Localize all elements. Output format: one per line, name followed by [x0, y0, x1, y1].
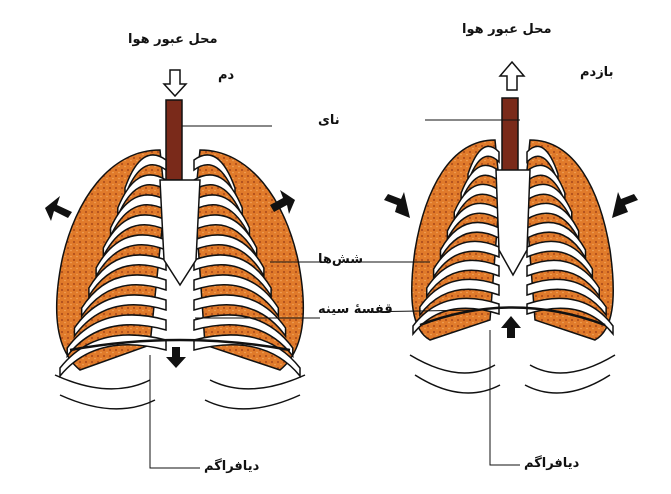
lower-ribs-exhale — [410, 355, 615, 393]
chest-expand-left-arrow-icon — [45, 196, 72, 221]
diaphragm-label-right: دیافراگم — [524, 456, 579, 471]
sternum-exhale — [496, 170, 530, 275]
inhale-label: دم — [218, 68, 234, 83]
lower-ribs-inhale — [55, 375, 305, 409]
trachea-label: نای — [318, 113, 340, 128]
airway-label-left: محل عبور هوا — [128, 32, 218, 47]
exhale-arrow-icon — [500, 62, 524, 90]
diaphragm-up-arrow-icon — [501, 316, 521, 338]
exhale-figure — [410, 98, 615, 393]
trachea-exhale — [502, 98, 518, 173]
diaphragm-down-arrow-icon — [166, 347, 186, 368]
inhale-arrow-icon — [164, 70, 186, 96]
diaphragm-label-left: دیافراگم — [204, 459, 259, 474]
airway-label-right: محل عبور هوا — [462, 22, 552, 37]
chest-contract-left-arrow-icon — [384, 192, 410, 218]
lungs-label: شش‌ها — [318, 252, 363, 267]
exhale-label: بازدم — [580, 65, 613, 80]
ribcage-label: قفسهٔ سینه — [318, 302, 393, 317]
trachea-inhale — [166, 100, 182, 180]
chest-contract-right-arrow-icon — [612, 192, 638, 218]
